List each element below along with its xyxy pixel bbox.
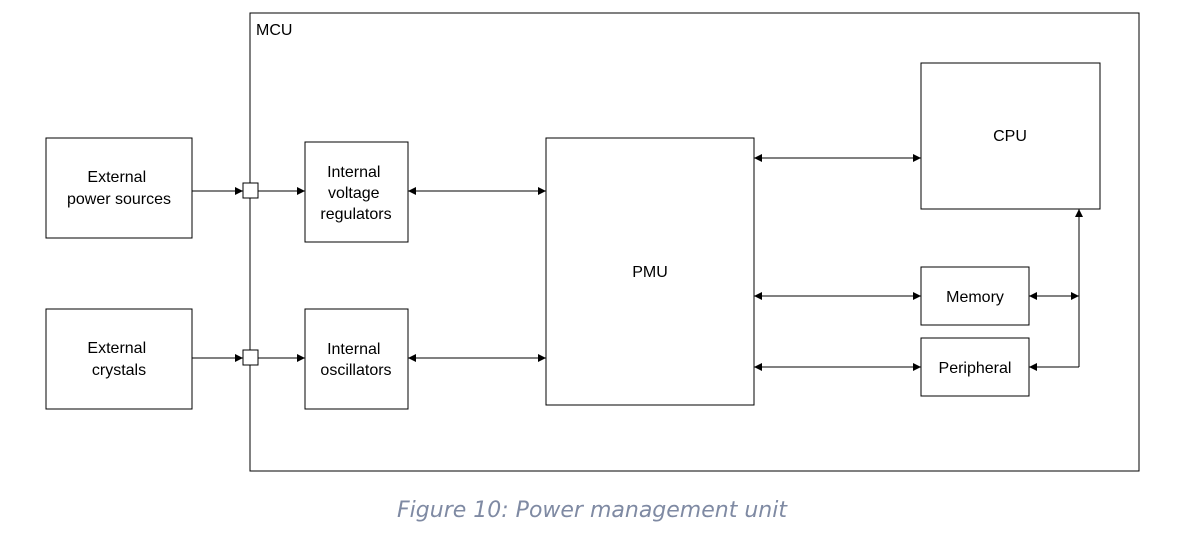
oscillators-block [304, 308, 409, 410]
cpu-label: CPU [993, 128, 1027, 145]
figure-caption: Figure 10: Power management unit [397, 498, 788, 523]
external-power-block [45, 137, 193, 239]
crystal-pin [242, 349, 259, 366]
peripheral-label: Peripheral [939, 360, 1012, 377]
pmu-block [545, 137, 755, 406]
voltage-regulators-label: Internal voltage regulators [320, 164, 391, 223]
external-power-label: External power sources [67, 169, 171, 208]
mcu-label: MCU [256, 22, 292, 39]
cpu-block [920, 62, 1101, 210]
memory-label: Memory [946, 289, 1004, 306]
power-pin [242, 182, 259, 199]
external-crystals-block [45, 308, 193, 410]
peripheral-block [920, 337, 1030, 397]
voltage-regulators-block [304, 141, 409, 243]
pmu-label: PMU [632, 264, 668, 281]
external-crystals-label: External crystals [87, 340, 150, 379]
oscillators-label: Internal oscillators [320, 341, 391, 379]
